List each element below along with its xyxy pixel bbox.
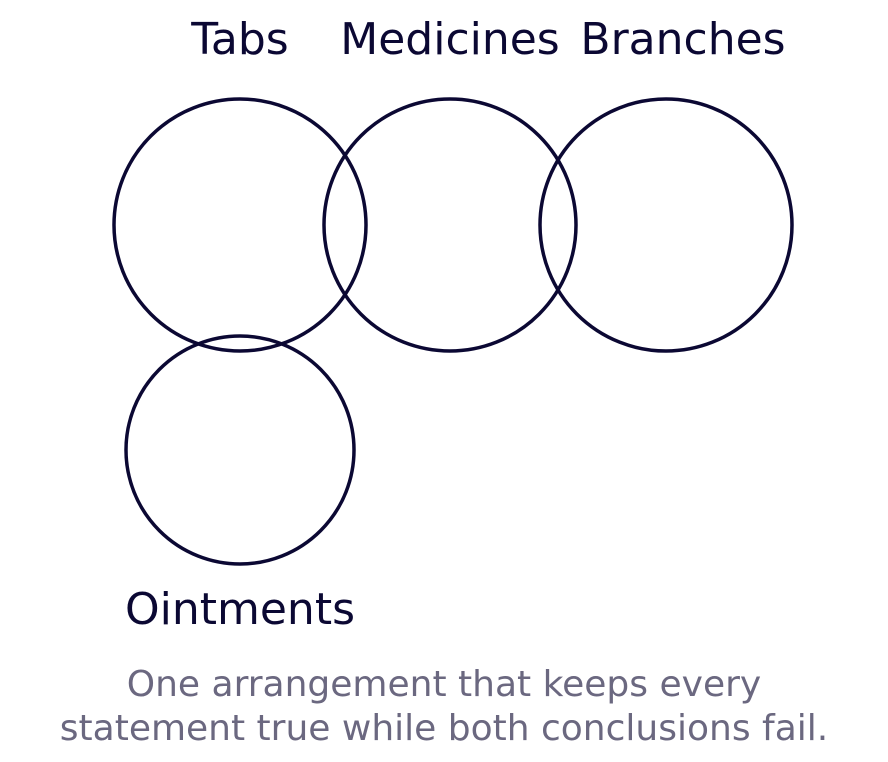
set-circle-medicines <box>322 97 578 353</box>
set-circle-ointments <box>124 334 356 566</box>
set-label-medicines: Medicines <box>340 14 559 65</box>
set-label-ointments: Ointments <box>125 584 355 635</box>
caption-line-2: statement true while both conclusions fa… <box>60 708 828 749</box>
set-circle-tabs <box>112 97 368 353</box>
set-circle-branches <box>538 97 794 353</box>
set-label-tabs: Tabs <box>190 14 288 65</box>
set-label-branches: Branches <box>580 14 785 65</box>
caption-line-1: One arrangement that keeps every <box>127 664 761 705</box>
